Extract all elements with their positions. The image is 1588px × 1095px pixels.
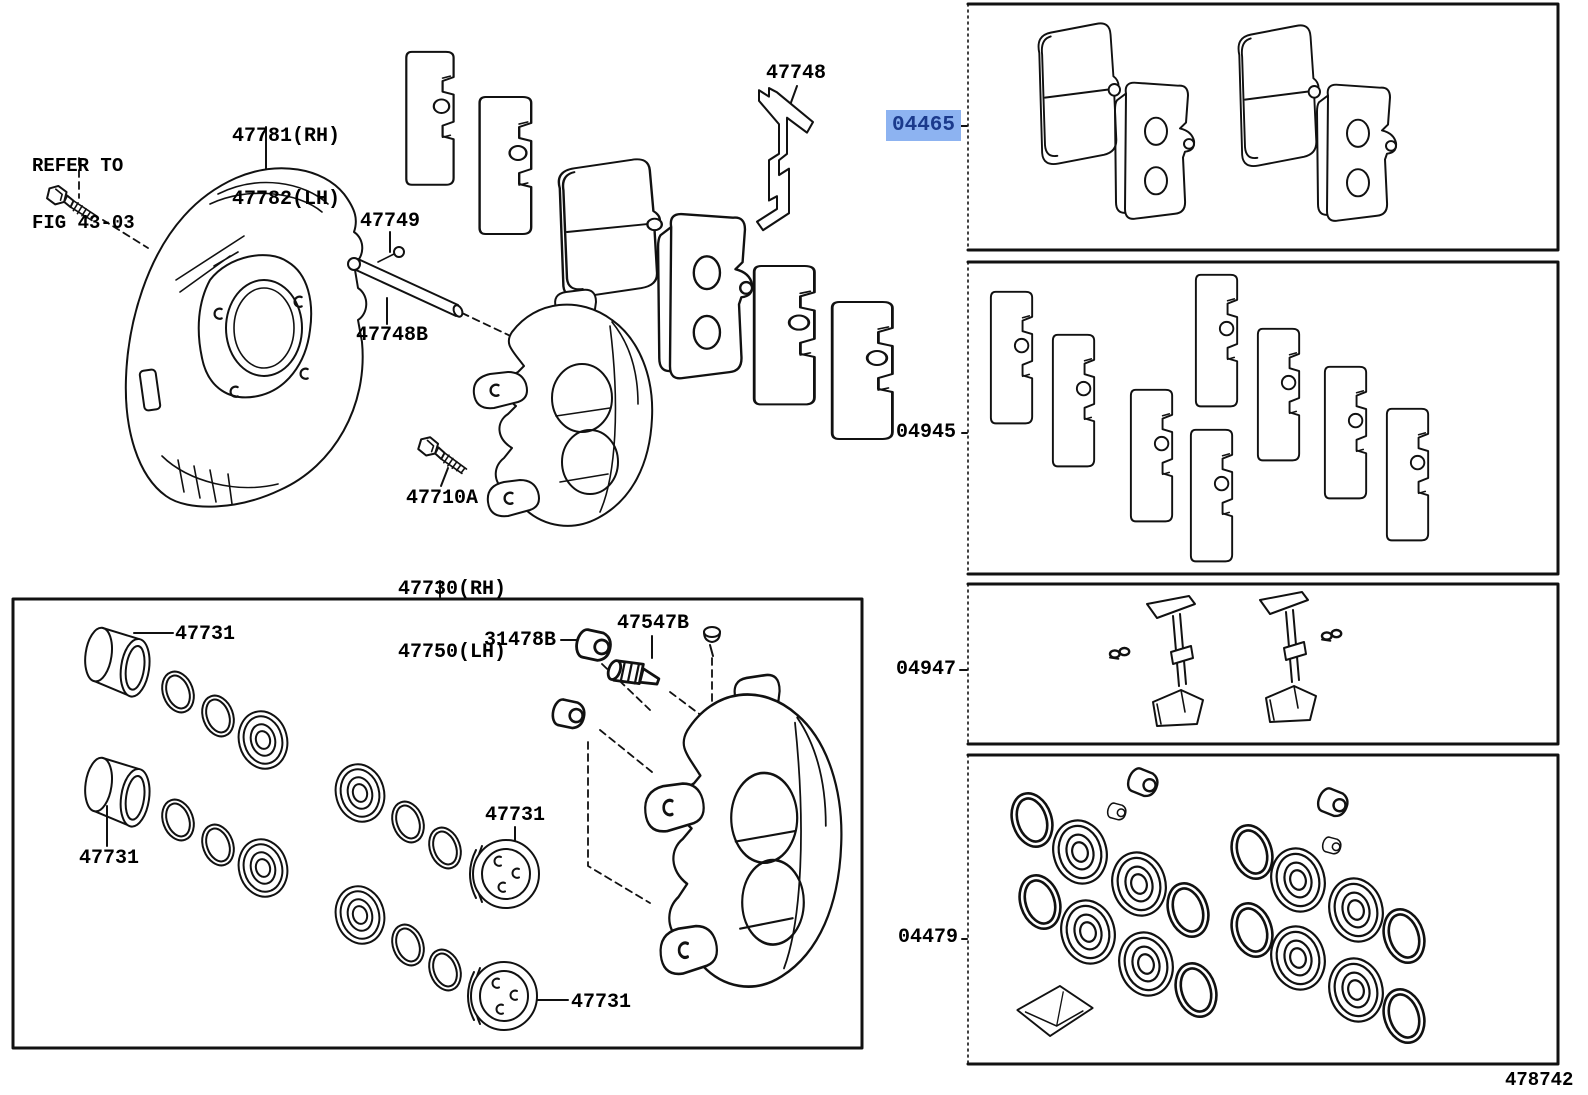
brake-pad-outer-drawing — [656, 212, 754, 380]
brake-pad-inner-drawing — [557, 158, 663, 299]
seal-kit-box — [966, 753, 1560, 1066]
caliper-rh-label: 47730(RH) — [398, 578, 507, 601]
caliper-bolt-drawing — [414, 433, 473, 477]
piston-row-2 — [79, 755, 295, 904]
part-number-dust-shield[interactable]: 47781(RH) 47782(LH) — [232, 84, 340, 231]
pad-kit-box — [966, 2, 1560, 252]
dust-shield-drawing — [124, 167, 368, 508]
fitting-kit-contents — [1108, 591, 1343, 727]
outer-shim-2-drawing — [830, 300, 894, 441]
part-number-pad-support-pin[interactable]: 47749 — [360, 210, 421, 233]
part-number-piston-1[interactable]: 47731 — [175, 623, 236, 646]
pad-support-pin-drawing — [377, 246, 405, 263]
part-number-slide-pin[interactable]: 47748B — [356, 324, 429, 347]
caliper-drawing — [474, 290, 652, 526]
figure-code: 478742 — [1505, 1069, 1574, 1091]
shim-kit-box — [966, 260, 1560, 576]
fitting-kit-box — [966, 582, 1560, 746]
part-number-piston-3[interactable]: 47731 — [485, 804, 546, 827]
caliper-lh-label: 47750(LH) — [398, 641, 507, 664]
cylinder-cap-drawing — [549, 696, 588, 732]
part-number-pad-kit-highlighted[interactable]: 04465 — [886, 110, 962, 141]
part-number-wear-indicator[interactable]: 47748 — [766, 62, 827, 85]
seal-kit-contents — [1003, 764, 1433, 1050]
bleeder-plug-cap-drawing — [572, 626, 615, 664]
piston-row-1 — [79, 625, 295, 776]
slide-pin-drawing — [347, 257, 464, 318]
dust-shield-rh-label: 47781(RH) — [232, 125, 341, 148]
part-number-shim-kit[interactable]: 04945 — [896, 421, 957, 444]
part-number-piston-4[interactable]: 47731 — [571, 991, 632, 1014]
refer-note-line2: FIG 43-03 — [32, 212, 135, 234]
part-number-bleeder-plug-cap[interactable]: 31478B — [484, 629, 557, 652]
part-number-caliper-bolt[interactable]: 47710A — [406, 487, 479, 510]
small-screw-drawing — [703, 626, 721, 657]
bleeder-screw-drawing — [604, 652, 664, 696]
refer-note: REFER TO FIG 43-03 — [32, 119, 135, 252]
caliper-half-drawing — [645, 675, 841, 987]
part-number-seal-kit[interactable]: 04479 — [898, 926, 959, 949]
inner-shim-1-drawing — [405, 50, 455, 186]
pad-kit-contents — [1037, 22, 1398, 222]
leader-lines — [78, 85, 968, 1001]
part-number-fitting-kit[interactable]: 04947 — [896, 658, 957, 681]
inner-shim-2-drawing — [478, 95, 533, 236]
outer-shim-1-drawing — [752, 264, 816, 406]
part-number-bleeder-screw[interactable]: 47547B — [617, 612, 690, 635]
refer-note-line1: REFER TO — [32, 155, 124, 177]
wear-indicator-drawing — [756, 87, 814, 232]
part-number-caliper[interactable]: 47730(RH) 47750(LH) — [398, 537, 506, 684]
caliper-assembly-box — [11, 597, 864, 1050]
shim-kit-contents — [989, 273, 1430, 563]
part-number-piston-2[interactable]: 47731 — [79, 847, 140, 870]
dust-shield-lh-label: 47782(LH) — [232, 188, 341, 211]
